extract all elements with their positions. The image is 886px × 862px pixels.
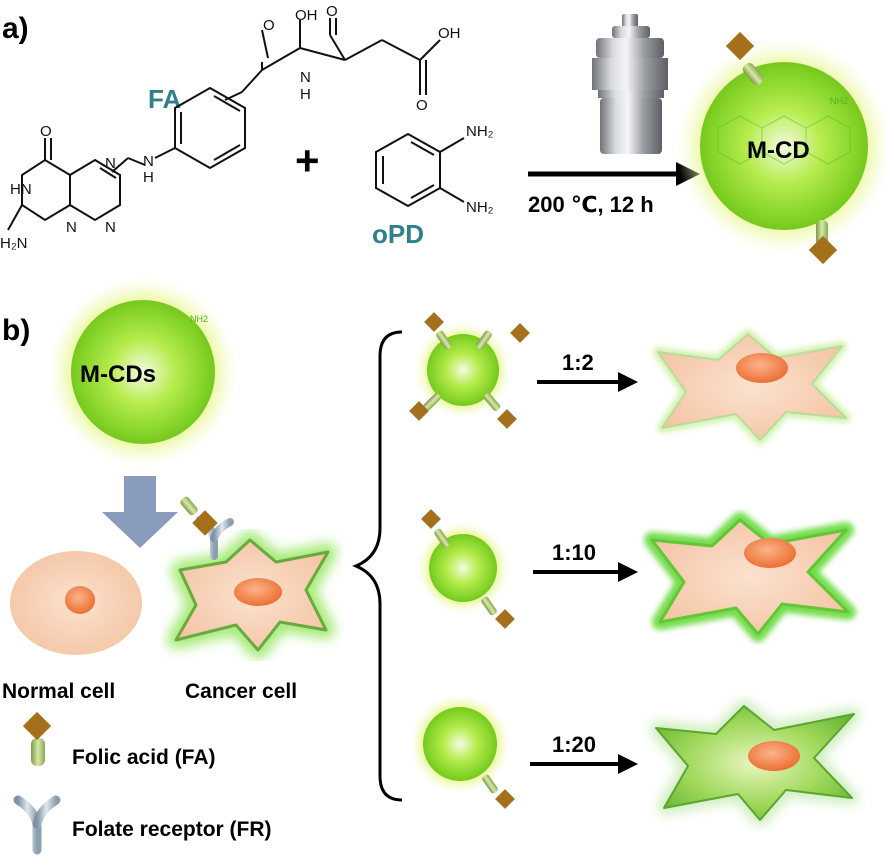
np-ratio-1-20 bbox=[410, 694, 515, 809]
normal-cell-label: Normal cell bbox=[2, 680, 115, 703]
mcd-product-label: M-CD bbox=[747, 137, 810, 164]
atom-o-acid: O bbox=[416, 97, 428, 114]
atom-oh-right: OH bbox=[438, 25, 461, 42]
atom-h2n: H₂N bbox=[0, 235, 28, 252]
normal-cell bbox=[10, 551, 142, 655]
mcd-product: NH2 M-CD bbox=[676, 38, 886, 254]
atom-n-amide: N bbox=[300, 69, 311, 86]
atom-n-ring3: N bbox=[105, 219, 116, 236]
legend-fa-label: Folic acid (FA) bbox=[72, 746, 216, 769]
opd-label: oPD bbox=[372, 219, 424, 249]
atom-n-ring1: N bbox=[105, 155, 116, 172]
atom-hn-ring: HN bbox=[10, 181, 32, 198]
np-text: NH2 bbox=[190, 314, 208, 324]
folic-acid-structure bbox=[7, 18, 441, 231]
arrowhead-1-10 bbox=[618, 562, 638, 582]
fa-ligand-top bbox=[725, 31, 764, 86]
atom-o-top: O bbox=[326, 3, 338, 20]
plus-sign: + bbox=[295, 137, 320, 184]
atom-h-amine: H bbox=[143, 169, 154, 186]
np-text: NH2 bbox=[830, 96, 848, 106]
legend-fa-icon bbox=[22, 711, 52, 766]
arrowhead-1-20 bbox=[618, 754, 638, 774]
atom-h-amide: H bbox=[300, 86, 311, 103]
down-arrow bbox=[102, 476, 178, 548]
atom-n-amine: N bbox=[143, 153, 154, 170]
mcds-particle: NH2 M-CDs bbox=[48, 277, 238, 467]
legend-fr-label: Folate receptor (FR) bbox=[72, 818, 272, 841]
atom-n-ring2: N bbox=[66, 219, 77, 236]
atom-o-amide: O bbox=[263, 17, 275, 34]
np-ratio-1-2 bbox=[409, 312, 530, 429]
panel-b-label: b) bbox=[2, 314, 30, 347]
panel-a-label: a) bbox=[2, 12, 29, 45]
np-ratio-1-10 bbox=[417, 509, 515, 629]
ratio-1-10-label: 1:10 bbox=[552, 540, 596, 565]
opd-structure bbox=[375, 132, 465, 208]
grouping-brace bbox=[352, 330, 403, 802]
cell-ratio-1-2 bbox=[653, 329, 851, 445]
mcds-label: M-CDs bbox=[80, 361, 156, 388]
cell-ratio-1-20 bbox=[650, 700, 860, 826]
reaction-condition: 200 ℃, 12 h bbox=[528, 192, 654, 217]
cancer-cell bbox=[167, 531, 337, 659]
fa-ligand-bottom bbox=[808, 220, 838, 265]
cell-ratio-1-10 bbox=[644, 512, 856, 642]
ratio-1-20-label: 1:20 bbox=[552, 732, 596, 757]
fa-label: FA bbox=[148, 84, 181, 114]
ratio-1-2-label: 1:2 bbox=[562, 350, 594, 375]
atom-oh-top: OH bbox=[295, 7, 318, 24]
legend-fr-icon bbox=[13, 795, 61, 855]
atom-o-ring: O bbox=[40, 123, 52, 140]
autoclave-icon bbox=[592, 14, 668, 154]
atom-nh2-a: NH₂ bbox=[466, 123, 494, 140]
arrowhead-1-2 bbox=[618, 372, 638, 392]
folate-receptor-with-fa bbox=[180, 496, 234, 560]
cancer-cell-label: Cancer cell bbox=[185, 680, 297, 703]
atom-nh2-b: NH₂ bbox=[466, 199, 494, 216]
